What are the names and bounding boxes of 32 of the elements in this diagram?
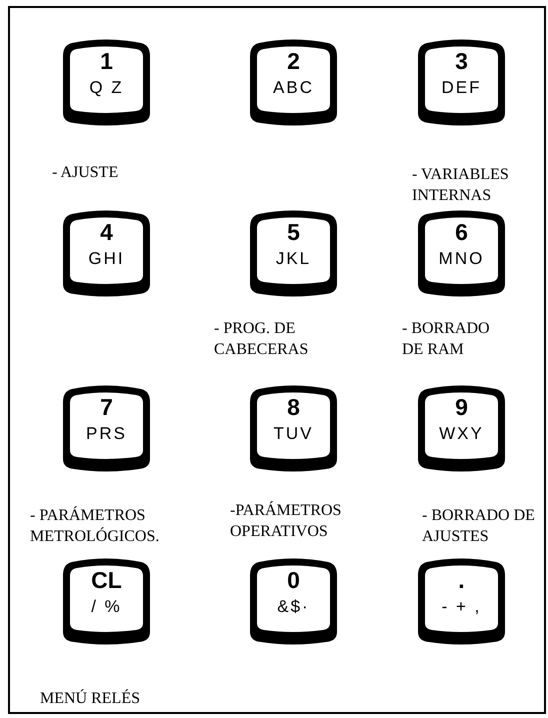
key-letters: PRS [85,424,128,444]
key-letters: JKL [274,249,312,269]
function-caption: -PARÁMETROS OPERATIVOS [230,500,342,542]
function-caption: MENÚ RELÉS [40,688,141,709]
key-legend: 8 [250,394,337,420]
key-legend: 7 [63,394,150,420]
key-letters: / % [90,597,123,617]
key-legend: 0 [250,567,337,593]
key-legend: 4 [63,219,150,245]
function-caption: - BORRADO DE RAM [402,319,491,360]
key-legend: . [418,567,505,593]
key-legend: CL [63,567,150,593]
key-letters: GHI [87,249,126,269]
key-letters: TUV [272,424,314,444]
key-letters: - + , [440,597,482,617]
key-letters: WXY [438,424,485,444]
function-caption: - VARIABLES INTERNAS [412,165,510,206]
key-letters: ABC [272,78,315,98]
key-legend: 1 [63,48,150,74]
function-caption: - PROG. DE CABECERAS [214,319,310,360]
key-legend: 3 [418,48,505,74]
key-legend: 5 [250,219,337,245]
key-legend: 2 [250,48,337,74]
key-letters: Q Z [88,78,125,98]
key-legend: 9 [418,394,505,420]
key-letters: &$· [276,597,311,617]
key-legend: 6 [418,219,505,245]
key-letters: DEF [440,78,482,98]
function-caption: - BORRADO DE AJUSTES [422,506,536,547]
function-caption: - AJUSTE [52,163,120,183]
key-letters: MNO [438,249,486,269]
function-caption: - PARÁMETROS METROLÓGICOS. [30,505,160,547]
